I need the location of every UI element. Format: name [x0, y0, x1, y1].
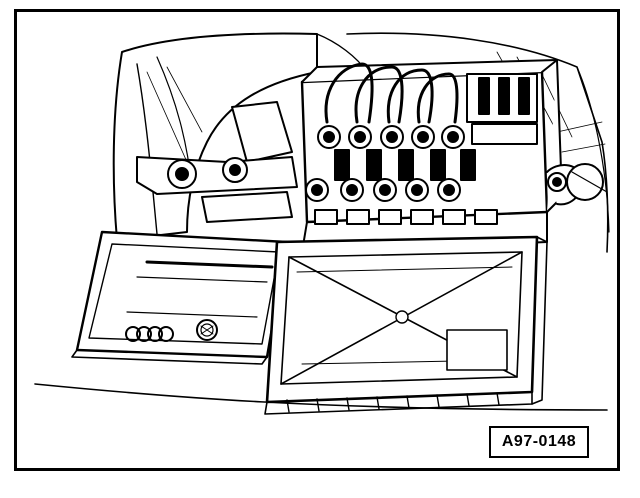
open-cover — [71, 230, 289, 365]
cable-loops — [324, 62, 459, 124]
fuse-box-tray — [264, 235, 548, 415]
lower-fuse-terminals — [305, 178, 461, 202]
fuse-bodies — [334, 149, 476, 181]
left-bracket — [136, 101, 298, 223]
upper-fuse-terminals — [317, 125, 465, 149]
housing-slots — [314, 209, 498, 225]
fuse-relay-box-illustration — [34, 32, 610, 415]
relay-block — [466, 73, 538, 145]
tray-rim-tabs — [286, 392, 500, 413]
right-terminal — [546, 163, 608, 206]
figure-reference-label: A97-0148 — [489, 426, 589, 458]
brand-rings-logo — [125, 326, 174, 342]
figure-frame: A97-0148 — [14, 9, 620, 471]
figure-reference-code: A97-0148 — [501, 433, 577, 450]
body-panel-outline — [34, 32, 610, 411]
emblem-circle — [196, 319, 218, 341]
